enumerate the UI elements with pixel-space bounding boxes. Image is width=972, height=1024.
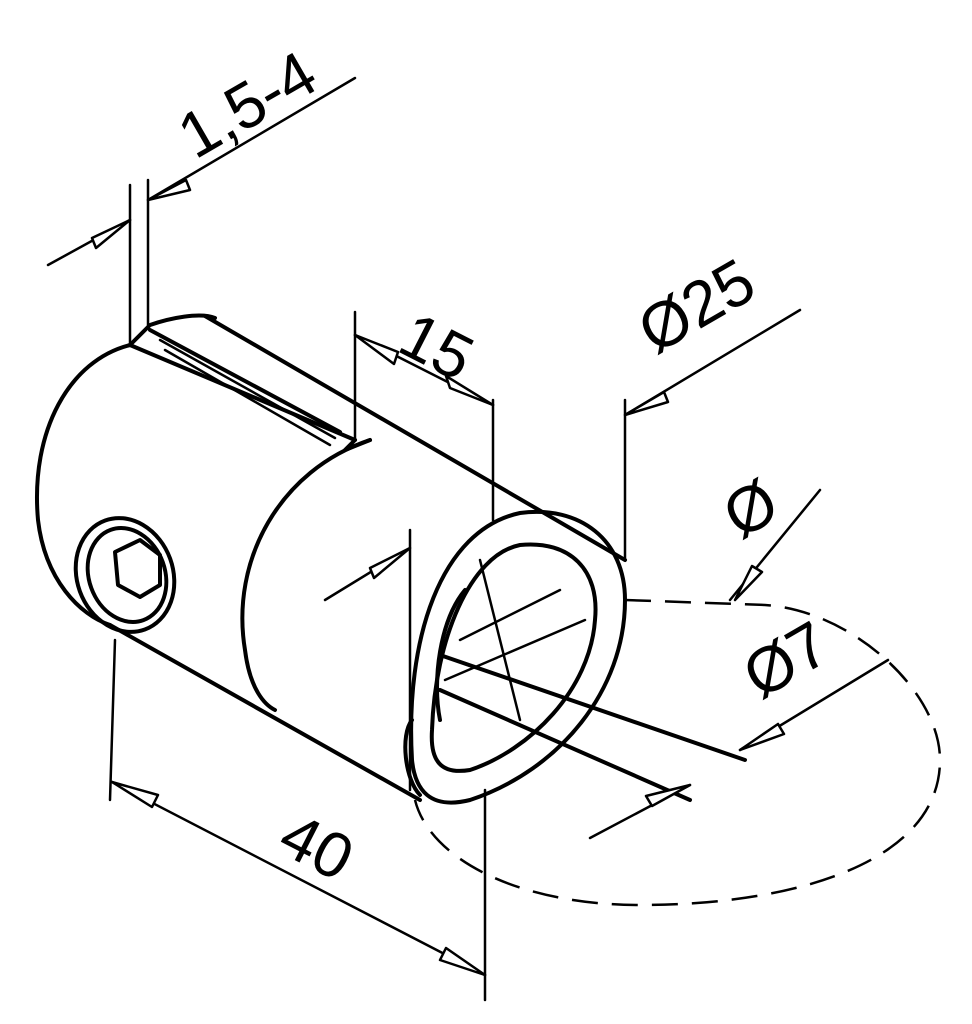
glass-panel-outline — [413, 598, 942, 907]
label-glass-thickness: 1,5-4 — [166, 37, 328, 172]
label-hole-diameter: Ø7 — [731, 607, 841, 712]
label-body-diameter: Ø25 — [626, 244, 767, 367]
label-length: 40 — [269, 798, 365, 894]
dimension-lines — [46, 76, 890, 1002]
label-rod-diameter: Ø — [711, 465, 790, 552]
label-slot-length: 15 — [389, 298, 485, 394]
cylinder-body — [35, 313, 747, 805]
